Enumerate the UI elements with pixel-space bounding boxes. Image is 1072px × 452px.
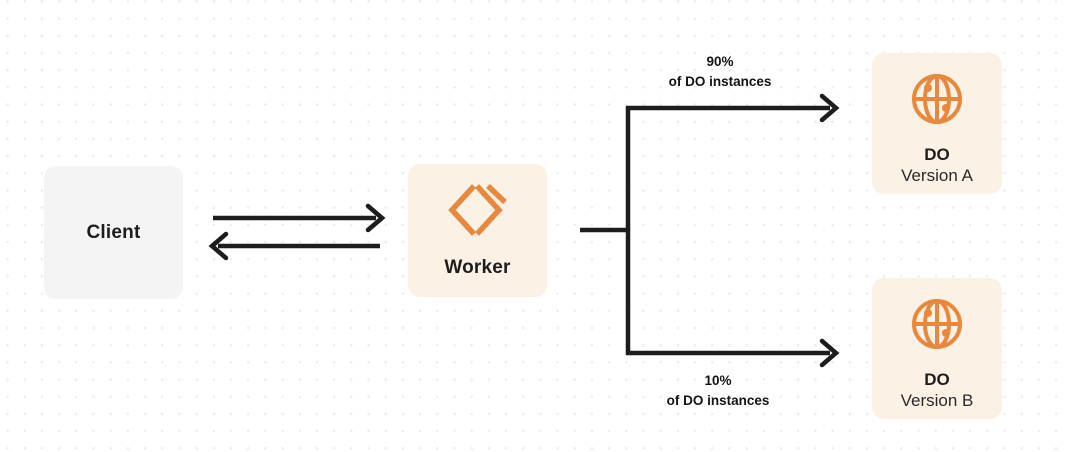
node-do-b-sublabel: Version B: [900, 391, 974, 411]
node-worker-label: Worker: [444, 257, 511, 278]
arrow-worker-to-do-b: [626, 338, 840, 368]
node-do-a-sublabel: Version A: [901, 166, 973, 186]
edge-label-do-a: 90% of DO instances: [630, 52, 810, 91]
arrow-worker-to-do-a: [626, 93, 840, 123]
globe-icon: [909, 71, 965, 132]
edge-label-do-a-percent: 90%: [706, 54, 734, 69]
node-worker[interactable]: Worker: [408, 164, 547, 297]
edge-label-do-b-percent: 10%: [704, 373, 732, 388]
globe-icon: [909, 296, 965, 357]
node-do-a-label: DO: [924, 145, 950, 164]
node-do-version-b[interactable]: DO Version B: [872, 278, 1002, 419]
edge-label-do-a-caption: of DO instances: [668, 73, 772, 89]
node-client[interactable]: Client: [44, 166, 183, 299]
node-do-b-label: DO: [924, 370, 950, 389]
edge-label-do-b-caption: of DO instances: [666, 392, 770, 408]
node-do-version-a[interactable]: DO Version A: [872, 53, 1002, 194]
node-client-label: Client: [86, 221, 141, 243]
arrow-worker-to-client: [208, 231, 380, 261]
arrow-client-to-worker: [213, 203, 386, 233]
edge-label-do-b: 10% of DO instances: [628, 371, 808, 410]
cloudflare-workers-icon: [447, 182, 509, 243]
